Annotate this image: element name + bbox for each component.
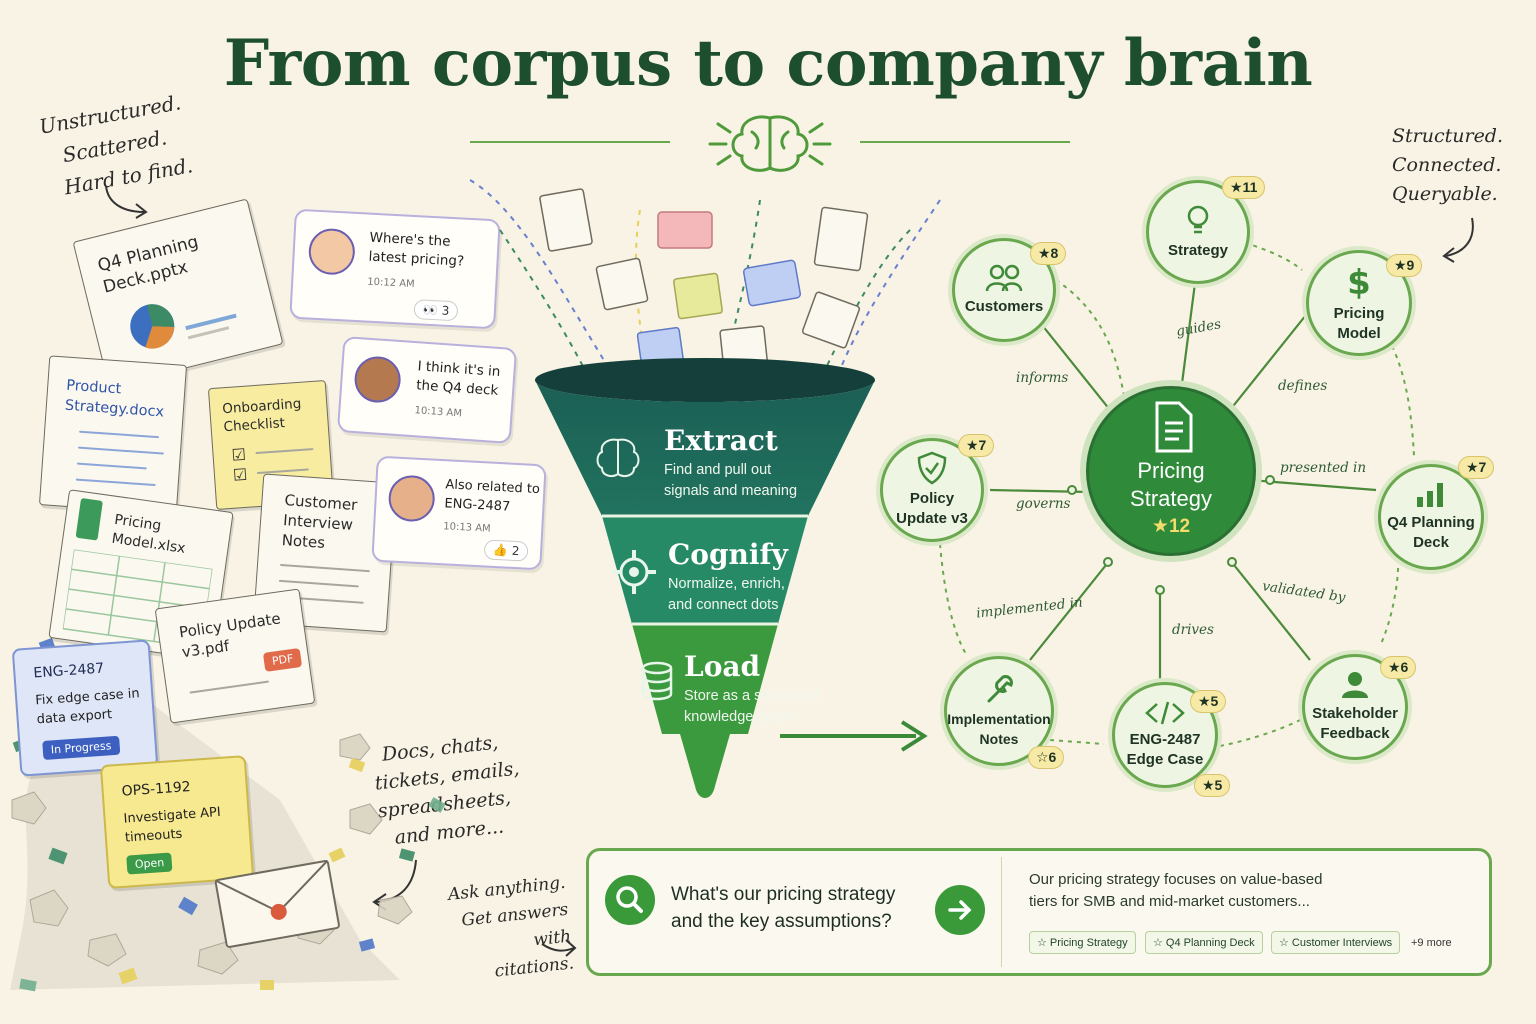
panel-divider — [1001, 857, 1002, 967]
more-citations-link[interactable]: +9 more — [1411, 937, 1452, 949]
right-note-arrow — [1442, 217, 1474, 263]
incoming-docs — [469, 179, 941, 391]
database-icon — [641, 661, 673, 701]
score-badge: ★6 — [1380, 656, 1417, 679]
center-badge: ★12 — [1151, 516, 1191, 537]
person-icon — [1342, 672, 1368, 698]
status-badge: In Progress — [42, 735, 120, 761]
left-note-arrow — [105, 185, 148, 219]
brain-icon — [596, 438, 640, 477]
pdf-badge: PDF — [262, 647, 303, 672]
document-icon — [1155, 401, 1193, 453]
score-badge: ★8 — [1030, 242, 1067, 265]
citation-pricing-strategy[interactable]: ☆ Pricing Strategy — [1029, 931, 1136, 954]
page-title: From corpus to company brain — [223, 26, 1313, 101]
edge-label-defines: defines — [1278, 378, 1328, 394]
brain-icon — [708, 115, 832, 172]
cognify-title: Cognify — [668, 538, 788, 571]
ticket-id: ENG-2487 — [32, 660, 105, 682]
score-badge: ★7 — [958, 434, 995, 457]
reaction-badge[interactable]: 👍 2 — [483, 539, 529, 562]
edge-label-governs: governs — [1016, 496, 1071, 512]
ticket-id: OPS-1192 — [121, 778, 192, 800]
submit-arrow-button[interactable] — [935, 885, 985, 935]
avatar — [353, 354, 403, 405]
envelope-icon — [214, 859, 340, 948]
score-badge: ★11 — [1222, 176, 1266, 199]
score-badge: ★5 — [1194, 774, 1231, 797]
checkbox-icons: ☑☑ — [230, 444, 248, 485]
shield-icon — [917, 451, 947, 485]
ask-note-arrow — [541, 939, 577, 957]
people-icon — [985, 264, 1023, 292]
output-arrow — [780, 720, 928, 752]
svg-text:$: $ — [1347, 263, 1371, 300]
chat-time: 10:13 AM — [442, 521, 491, 535]
dollar-icon: $ — [1347, 263, 1371, 300]
extract-title: Extract — [664, 424, 778, 457]
title-divider — [470, 141, 1070, 143]
pie-chart-icon — [130, 304, 237, 349]
answer-text: Our pricing strategy focuses on value-ba… — [1029, 871, 1323, 910]
score-badge: ☆6 — [1028, 746, 1065, 769]
right-note: Structured. Connected. Queryable. — [1392, 125, 1504, 205]
etl-funnel — [535, 358, 875, 798]
arrow-right-icon — [948, 900, 972, 920]
code-icon — [1145, 701, 1185, 725]
edge-label-informs: informs — [1016, 370, 1069, 386]
search-icon[interactable] — [605, 875, 655, 925]
avatar — [387, 474, 436, 523]
citation-q4-planning-deck[interactable]: ☆ Q4 Planning Deck — [1145, 931, 1263, 954]
citation-customer-interviews[interactable]: ☆ Customer Interviews — [1271, 931, 1401, 954]
edge-label-presented-in: presented in — [1280, 460, 1367, 476]
avatar — [307, 227, 356, 276]
cognify-desc: Normalize, enrich,and connect dots — [668, 576, 785, 613]
spreadsheet-icon — [75, 497, 103, 541]
score-badge: ★5 — [1190, 690, 1227, 713]
gear-icon — [612, 550, 656, 594]
status-badge: Open — [126, 852, 173, 875]
lightbulb-icon — [1187, 205, 1209, 234]
bar-chart-icon — [1417, 483, 1443, 507]
score-badge: ★9 — [1386, 254, 1423, 277]
wrench-icon — [987, 675, 1013, 703]
chat-time: 10:12 AM — [366, 276, 415, 291]
edge-label-drives: drives — [1172, 622, 1214, 638]
score-badge: ★7 — [1458, 456, 1495, 479]
load-title: Load — [684, 650, 761, 683]
